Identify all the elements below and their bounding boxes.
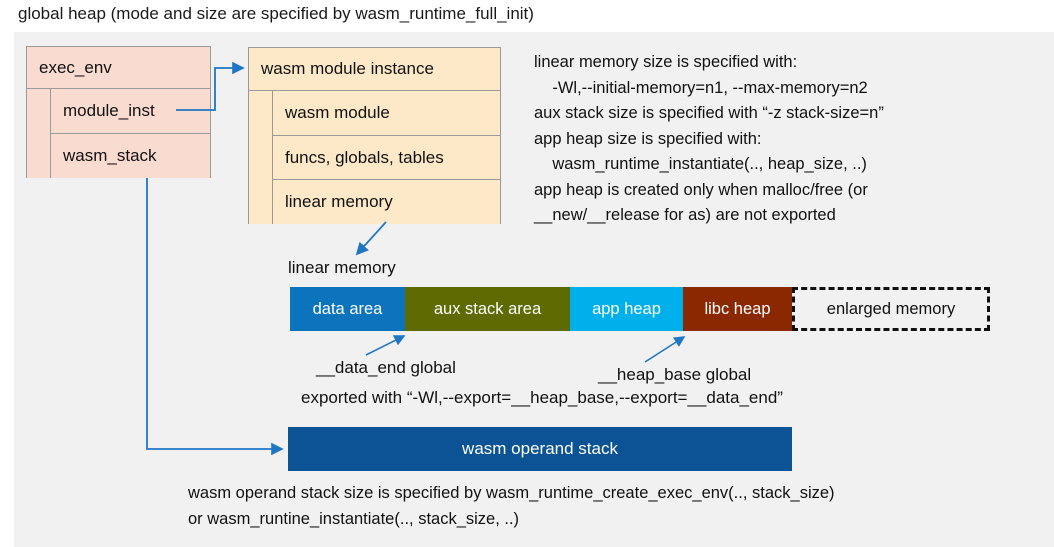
callout-heap-base-global: __heap_base global [598, 365, 752, 384]
exec-env-box: exec_env module_inst wasm_stack [26, 46, 211, 178]
memory-segment-aux-stack-area: aux stack area [405, 287, 570, 331]
diagram-title: global heap (mode and size are specified… [18, 4, 534, 23]
wasm-module-instance-box: wasm module instance wasm module funcs, … [248, 47, 501, 224]
linear-memory-info-text: linear memory size is specified with: -W… [534, 53, 884, 224]
exec-env-row-module-inst: module_inst [51, 89, 210, 134]
memory-segment-libc-heap: libc heap [683, 287, 792, 331]
exec-env-header: exec_env [27, 47, 210, 89]
module-instance-left-gutter [249, 91, 273, 224]
module-instance-row-wasm-module: wasm module [273, 91, 500, 136]
callout-data-end-global: __data_end global [316, 358, 456, 377]
callout-exported-with: exported with “-Wl,--export=__heap_base,… [301, 388, 783, 407]
linear-memory-bar: data area aux stack area app heap libc h… [290, 287, 990, 331]
wasm-operand-stack-box: wasm operand stack [288, 427, 792, 471]
module-instance-row-funcs-globals-tables: funcs, globals, tables [273, 136, 500, 180]
module-instance-header: wasm module instance [249, 48, 500, 91]
memory-segment-enlarged-memory: enlarged memory [792, 287, 990, 331]
module-instance-row-linear-memory: linear memory [273, 180, 500, 224]
operand-stack-info-text: wasm operand stack size is specified by … [188, 484, 835, 528]
memory-segment-data-area: data area [290, 287, 405, 331]
exec-env-row-wasm-stack: wasm_stack [51, 134, 210, 178]
linear-memory-bar-label: linear memory [288, 258, 396, 277]
exec-env-left-gutter [27, 89, 51, 178]
memory-segment-app-heap: app heap [570, 287, 683, 331]
